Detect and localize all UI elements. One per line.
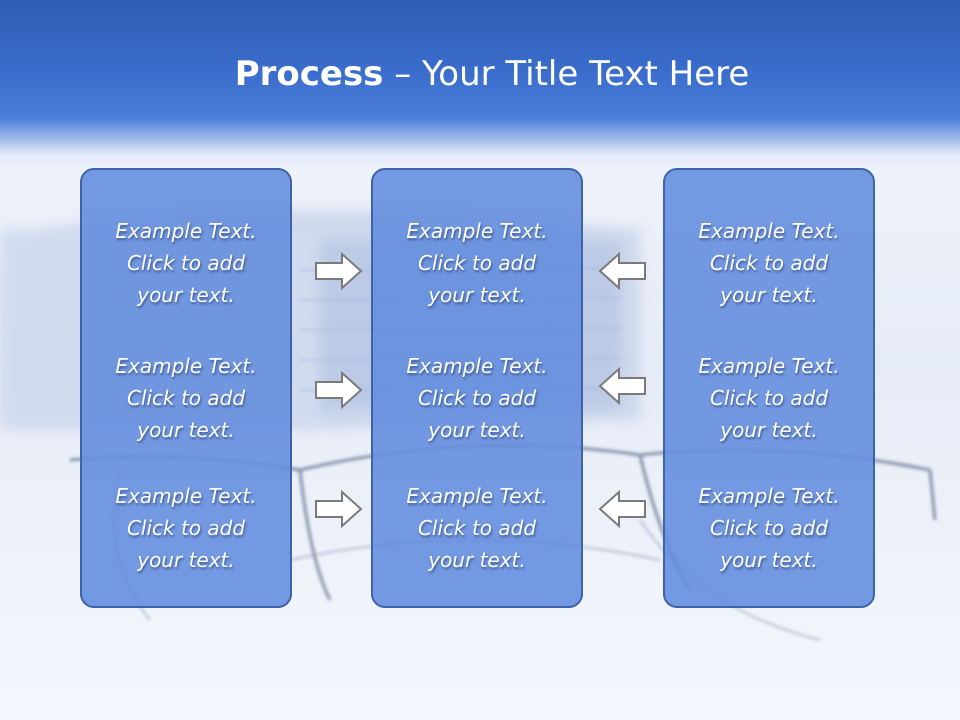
text-line: Click to add xyxy=(417,251,537,275)
text-line: Example Text. xyxy=(698,219,840,243)
text-block[interactable]: Example Text. Click to add your text. xyxy=(82,215,290,311)
text-block[interactable]: Example Text. Click to add your text. xyxy=(665,480,873,576)
process-panel-center[interactable]: Example Text. Click to add your text. Ex… xyxy=(371,168,583,608)
text-block[interactable]: Example Text. Click to add your text. xyxy=(373,215,581,311)
text-line: Click to add xyxy=(126,516,246,540)
text-line: your text. xyxy=(720,548,818,572)
arrow-right-icon[interactable] xyxy=(314,251,364,291)
text-line: Example Text. xyxy=(698,484,840,508)
text-block[interactable]: Example Text. Click to add your text. xyxy=(82,350,290,446)
arrow-left-icon[interactable] xyxy=(597,366,647,406)
text-line: Click to add xyxy=(709,386,829,410)
text-block[interactable]: Example Text. Click to add your text. xyxy=(665,215,873,311)
arrow-left-icon[interactable] xyxy=(597,251,647,291)
text-line: Click to add xyxy=(417,516,537,540)
text-line: your text. xyxy=(137,283,235,307)
text-block[interactable]: Example Text. Click to add your text. xyxy=(82,480,290,576)
arrow-right-icon[interactable] xyxy=(314,370,364,410)
arrow-right-icon[interactable] xyxy=(314,489,364,529)
text-line: your text. xyxy=(428,418,526,442)
text-line: your text. xyxy=(720,418,818,442)
text-line: your text. xyxy=(137,418,235,442)
text-line: Example Text. xyxy=(115,354,257,378)
text-line: your text. xyxy=(428,283,526,307)
slide-title[interactable]: Process – Your Title Text Here xyxy=(0,52,960,96)
text-line: your text. xyxy=(720,283,818,307)
text-line: Example Text. xyxy=(406,354,548,378)
text-line: Example Text. xyxy=(698,354,840,378)
text-line: your text. xyxy=(137,548,235,572)
title-rest: – Your Title Text Here xyxy=(383,54,750,94)
text-block[interactable]: Example Text. Click to add your text. xyxy=(373,480,581,576)
text-line: Click to add xyxy=(417,386,537,410)
text-line: Example Text. xyxy=(115,484,257,508)
text-block[interactable]: Example Text. Click to add your text. xyxy=(665,350,873,446)
text-line: Click to add xyxy=(126,251,246,275)
process-panel-right[interactable]: Example Text. Click to add your text. Ex… xyxy=(663,168,875,608)
title-bold: Process xyxy=(234,54,384,94)
arrow-left-icon[interactable] xyxy=(597,489,647,529)
text-line: Example Text. xyxy=(406,219,548,243)
text-block[interactable]: Example Text. Click to add your text. xyxy=(373,350,581,446)
text-line: Example Text. xyxy=(406,484,548,508)
text-line: your text. xyxy=(428,548,526,572)
text-line: Click to add xyxy=(126,386,246,410)
text-line: Click to add xyxy=(709,251,829,275)
text-line: Click to add xyxy=(709,516,829,540)
text-line: Example Text. xyxy=(115,219,257,243)
header-band xyxy=(0,0,960,170)
process-panel-left[interactable]: Example Text. Click to add your text. Ex… xyxy=(80,168,292,608)
